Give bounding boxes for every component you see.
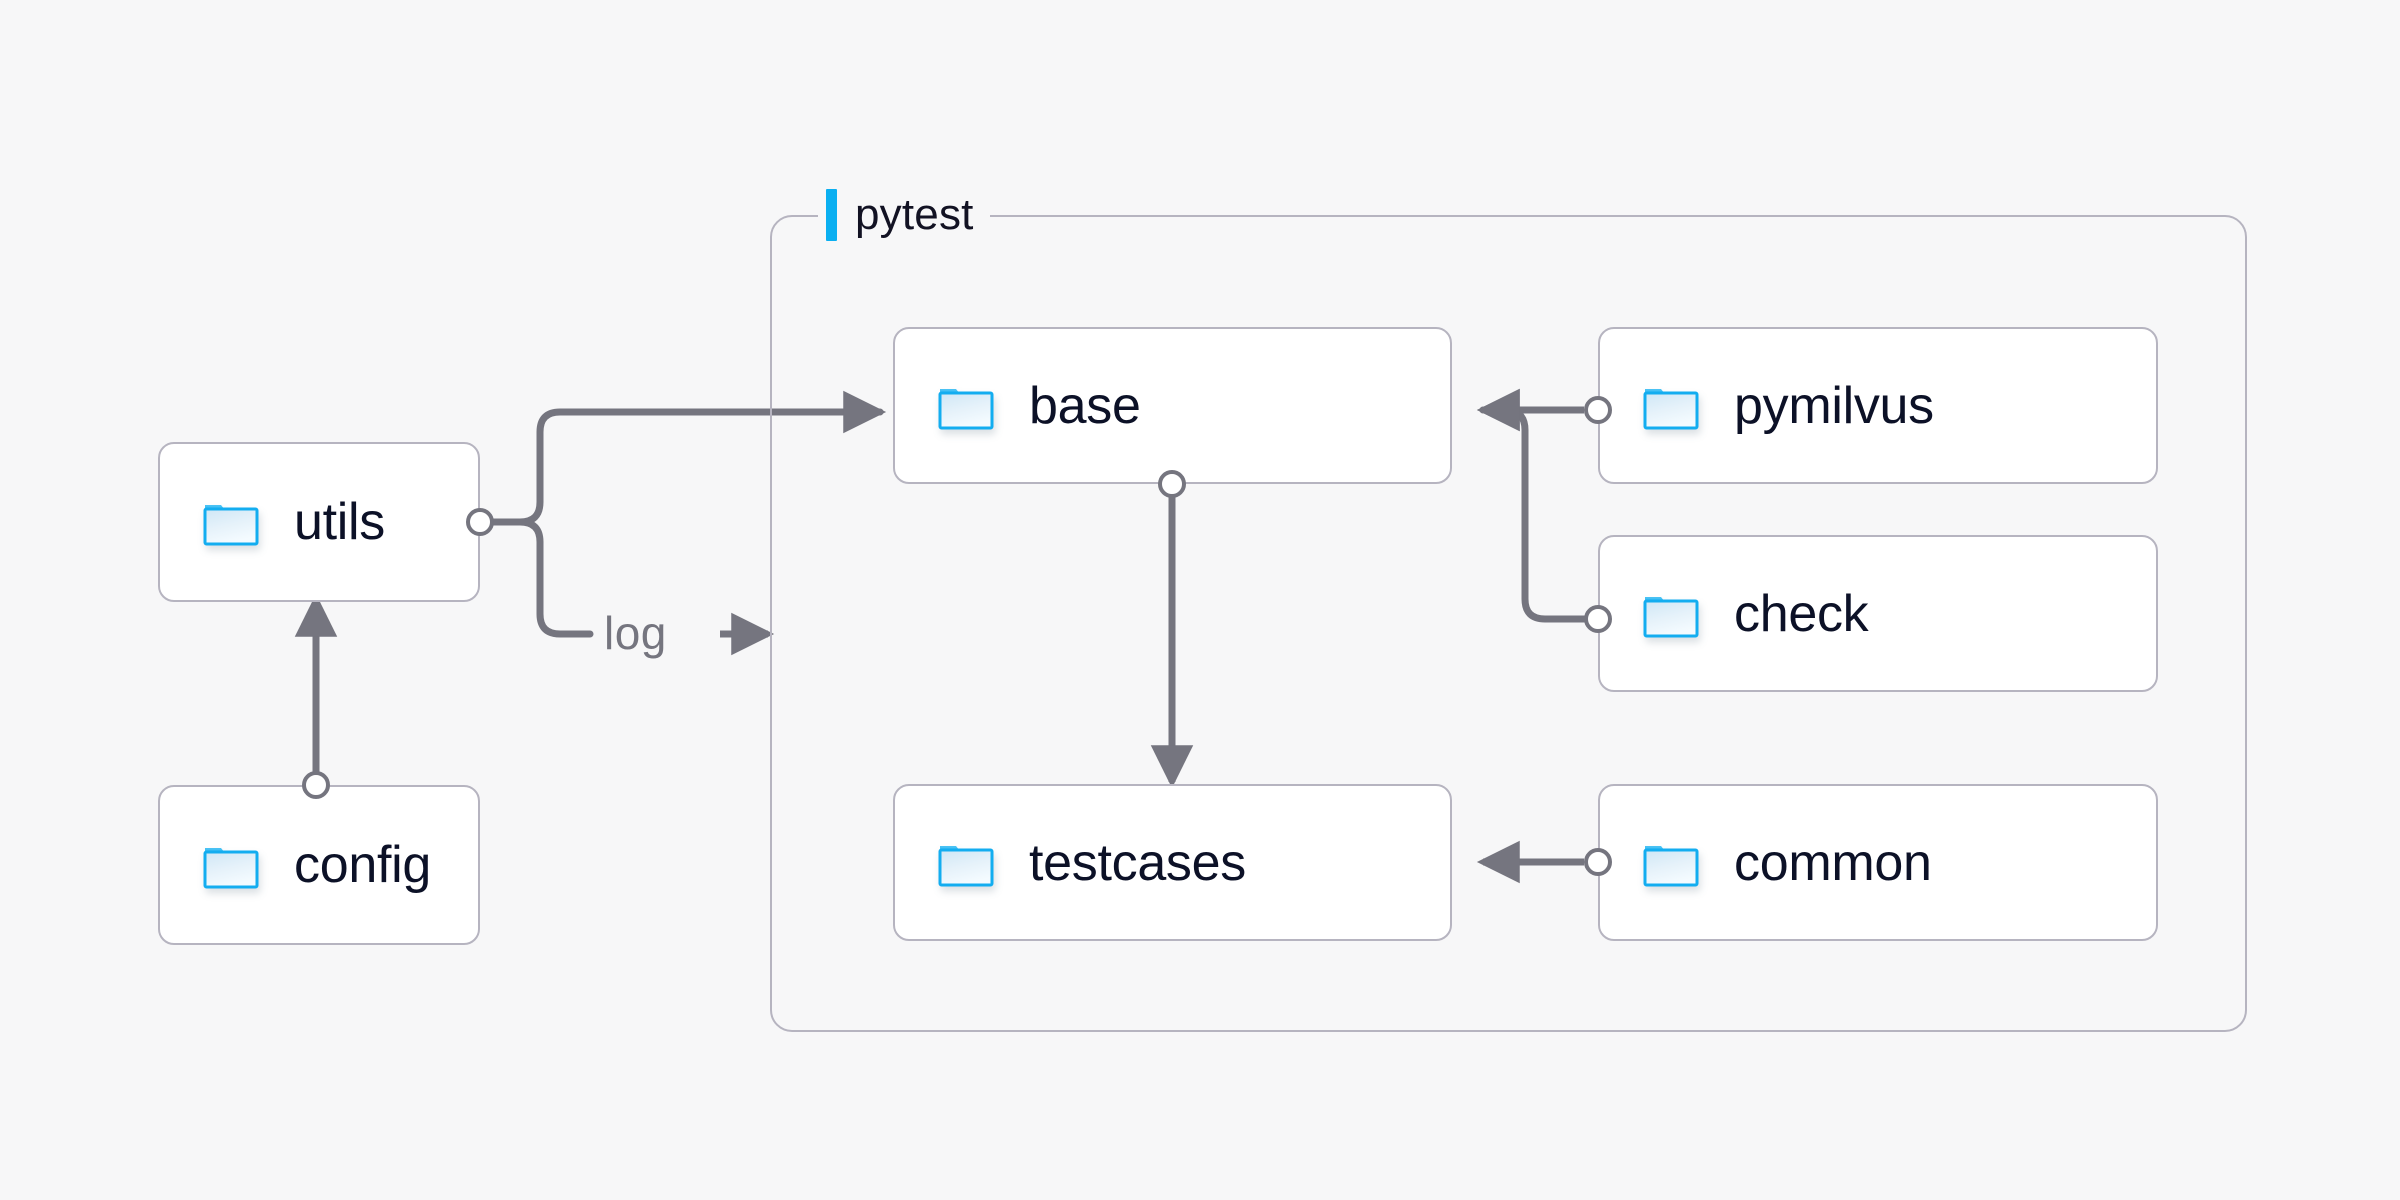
node-base[interactable]: base bbox=[893, 327, 1452, 484]
node-testcases[interactable]: testcases bbox=[893, 784, 1452, 941]
folder-icon bbox=[937, 838, 995, 888]
group-pytest[interactable] bbox=[770, 215, 2247, 1032]
port-base-bottom[interactable] bbox=[1158, 470, 1186, 498]
group-pytest-label-wrap: pytest bbox=[818, 188, 990, 242]
node-check[interactable]: check bbox=[1598, 535, 2158, 692]
group-pytest-label: pytest bbox=[855, 190, 974, 239]
node-config-label: config bbox=[294, 836, 431, 894]
port-check-left[interactable] bbox=[1584, 605, 1612, 633]
folder-icon bbox=[937, 381, 995, 431]
node-utils[interactable]: utils bbox=[158, 442, 480, 602]
node-base-label: base bbox=[1029, 376, 1141, 435]
folder-icon bbox=[1642, 838, 1700, 888]
port-utils-right[interactable] bbox=[466, 508, 494, 536]
node-common[interactable]: common bbox=[1598, 784, 2158, 941]
port-pymilvus-left[interactable] bbox=[1584, 396, 1612, 424]
edge-label-log: log bbox=[604, 607, 667, 659]
folder-icon bbox=[1642, 381, 1700, 431]
folder-icon bbox=[1642, 589, 1700, 639]
node-pymilvus[interactable]: pymilvus bbox=[1598, 327, 2158, 484]
node-common-label: common bbox=[1734, 833, 1932, 892]
folder-icon bbox=[202, 497, 260, 547]
node-check-label: check bbox=[1734, 584, 1869, 643]
port-config-top[interactable] bbox=[302, 771, 330, 799]
folder-icon bbox=[202, 840, 260, 890]
node-config[interactable]: config bbox=[158, 785, 480, 945]
group-accent-bar bbox=[826, 189, 837, 241]
node-pymilvus-label: pymilvus bbox=[1734, 376, 1934, 435]
node-testcases-label: testcases bbox=[1029, 833, 1246, 892]
port-common-left[interactable] bbox=[1584, 848, 1612, 876]
node-utils-label: utils bbox=[294, 493, 385, 551]
